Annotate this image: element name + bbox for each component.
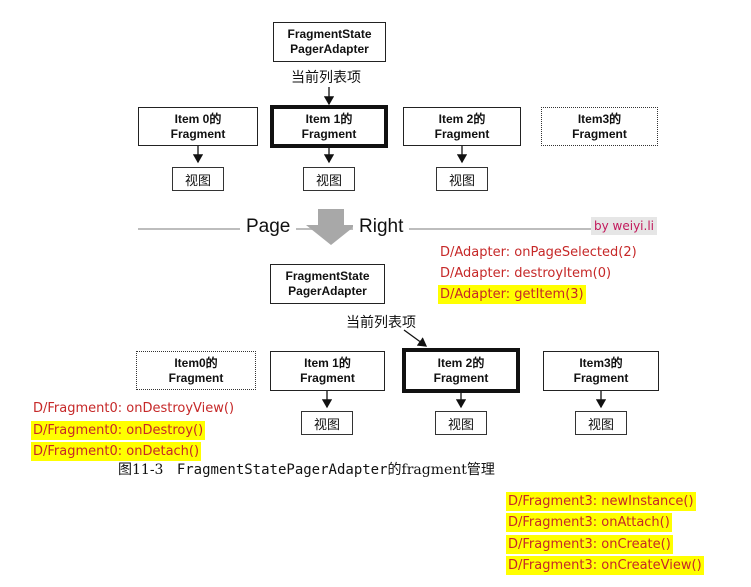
top-item1-line1: Item 1的 bbox=[305, 111, 353, 126]
page-right-arrow bbox=[306, 209, 356, 245]
adapter-log-2: D/Adapter: getItem(3) bbox=[438, 285, 586, 304]
top-item1-box: Item 1的 Fragment bbox=[270, 105, 388, 148]
bottom-item0-line1: Item0的 bbox=[174, 355, 218, 370]
fragment3-log-1: D/Fragment3: onAttach() bbox=[506, 513, 672, 532]
caption-suffix: 的fragment管理 bbox=[387, 462, 495, 478]
top-item3-box: Item3的 Fragment bbox=[541, 107, 658, 146]
bottom-item3-view: 视图 bbox=[575, 411, 627, 435]
bottom-item1-line2: Fragment bbox=[300, 371, 355, 385]
bottom-item0-line2: Fragment bbox=[168, 370, 224, 385]
bottom-item3-line1: Item3的 bbox=[579, 356, 623, 370]
bottom-adapter-line1: FragmentState bbox=[285, 269, 370, 283]
caption-figure-number: 图11-3 bbox=[118, 462, 164, 478]
adapter-log-0: D/Adapter: onPageSelected(2) bbox=[440, 245, 637, 260]
top-current-item-label: 当前列表项 bbox=[291, 70, 361, 86]
top-item3-line2: Fragment bbox=[572, 126, 627, 141]
bottom-item3-box: Item3的 Fragment bbox=[543, 351, 659, 391]
top-adapter-line1: FragmentState bbox=[287, 27, 372, 41]
bottom-item2-line2: Fragment bbox=[433, 370, 489, 385]
arrow-bottom-label-to-item2 bbox=[403, 329, 428, 347]
bottom-adapter-box: FragmentState PagerAdapter bbox=[270, 264, 385, 304]
top-item3-line1: Item3的 bbox=[577, 111, 622, 126]
top-item2-view: 视图 bbox=[436, 167, 488, 191]
top-adapter-box: FragmentState PagerAdapter bbox=[273, 22, 386, 62]
author-credit: by weiyi.li bbox=[591, 217, 657, 235]
top-item0-view: 视图 bbox=[172, 167, 224, 191]
bottom-item0-box: Item0的 Fragment bbox=[136, 351, 256, 390]
top-item2-line1: Item 2的 bbox=[438, 111, 486, 126]
caption-class-name: FragmentStatePagerAdapter bbox=[176, 462, 388, 478]
fragment3-log-2: D/Fragment3: onCreate() bbox=[506, 535, 673, 554]
top-item2-line2: Fragment bbox=[434, 126, 490, 141]
top-item0-box: Item 0的 Fragment bbox=[138, 107, 258, 146]
top-item2-box: Item 2的 Fragment bbox=[403, 107, 521, 146]
fragment3-log-0: D/Fragment3: newInstance() bbox=[506, 492, 696, 511]
adapter-log-1: D/Adapter: destroyItem(0) bbox=[440, 266, 612, 281]
top-item0-line1: Item 0的 bbox=[174, 111, 222, 126]
bottom-item1-view: 视图 bbox=[301, 411, 353, 435]
bottom-item2-line1: Item 2的 bbox=[437, 355, 485, 370]
top-adapter-line2: PagerAdapter bbox=[290, 42, 369, 56]
bottom-item2-view: 视图 bbox=[435, 411, 487, 435]
top-item1-view: 视图 bbox=[303, 167, 355, 191]
figure-caption: 图11-3 FragmentStatePagerAdapter的fragment… bbox=[118, 459, 495, 479]
right-label: Right bbox=[353, 216, 410, 238]
page-label: Page bbox=[240, 216, 297, 238]
top-item0-line2: Fragment bbox=[170, 126, 226, 141]
fragment0-log-0: D/Fragment0: onDestroyView() bbox=[33, 401, 235, 416]
fragment0-log-1: D/Fragment0: onDestroy() bbox=[31, 421, 206, 440]
bottom-current-item-label: 当前列表项 bbox=[346, 315, 416, 331]
top-item1-line2: Fragment bbox=[301, 126, 357, 141]
bottom-item1-line1: Item 1的 bbox=[304, 356, 351, 370]
bottom-item2-box: Item 2的 Fragment bbox=[402, 348, 520, 393]
bottom-item1-box: Item 1的 Fragment bbox=[270, 351, 385, 391]
bottom-item3-line2: Fragment bbox=[573, 371, 629, 385]
bottom-adapter-line2: PagerAdapter bbox=[288, 284, 367, 298]
fragment0-log-2: D/Fragment0: onDetach() bbox=[31, 442, 202, 461]
fragment3-log-3: D/Fragment3: onCreateView() bbox=[506, 556, 704, 575]
